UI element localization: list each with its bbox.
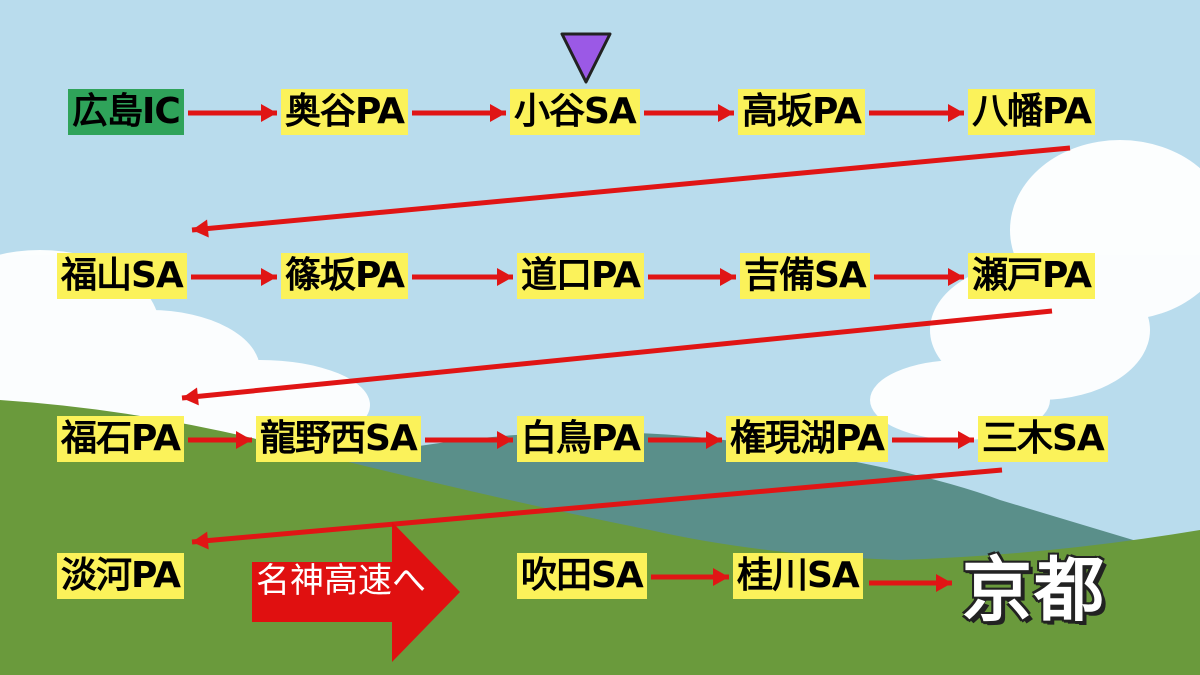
stop-label: 桂川SA bbox=[733, 553, 863, 599]
stop-label: 権現湖PA bbox=[726, 416, 888, 462]
stop-label: 高坂PA bbox=[738, 89, 865, 135]
stop-label: 小谷SA bbox=[510, 89, 640, 135]
current-position-marker-icon bbox=[560, 32, 612, 84]
stop-label: 白鳥PA bbox=[517, 416, 644, 462]
stop-label: 龍野西SA bbox=[256, 416, 421, 462]
stop-label: 道口PA bbox=[517, 253, 644, 299]
destination-label: 京都 bbox=[962, 549, 1106, 631]
stop-label: 八幡PA bbox=[968, 89, 1095, 135]
stop-label: 吹田SA bbox=[517, 553, 647, 599]
stop-label: 瀬戸PA bbox=[968, 253, 1095, 299]
stop-label: 広島IC bbox=[68, 89, 184, 135]
branch-arrow-icon bbox=[252, 522, 460, 662]
stop-label: 篠坂PA bbox=[281, 253, 408, 299]
stop-label: 吉備SA bbox=[740, 253, 870, 299]
stop-label: 淡河PA bbox=[57, 553, 184, 599]
stop-label: 三木SA bbox=[978, 416, 1108, 462]
stop-label: 福山SA bbox=[57, 253, 187, 299]
stop-label: 奥谷PA bbox=[281, 89, 408, 135]
branch-label: 名神高速へ bbox=[256, 561, 426, 601]
stop-label: 福石PA bbox=[57, 416, 184, 462]
